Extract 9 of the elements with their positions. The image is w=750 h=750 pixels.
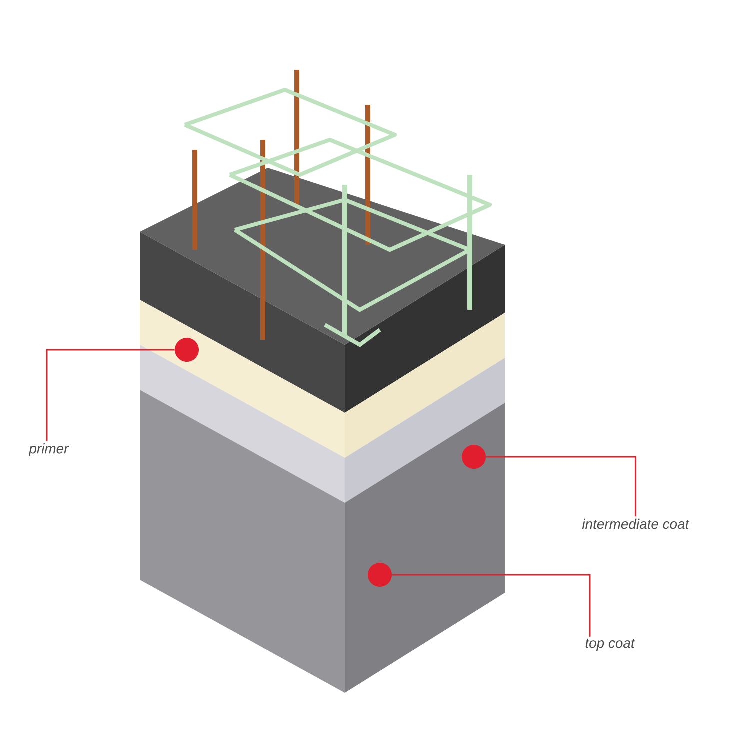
marker-dot — [462, 445, 486, 469]
layer-label: primer — [28, 444, 70, 456]
marker-dot — [368, 563, 392, 587]
layer-label: intermediate coat — [582, 518, 690, 530]
leader-line — [392, 574, 591, 637]
leader-line — [46, 349, 175, 442]
marker-dot — [175, 338, 199, 362]
leader-line — [486, 456, 636, 517]
layer-label: top coat — [586, 639, 636, 651]
